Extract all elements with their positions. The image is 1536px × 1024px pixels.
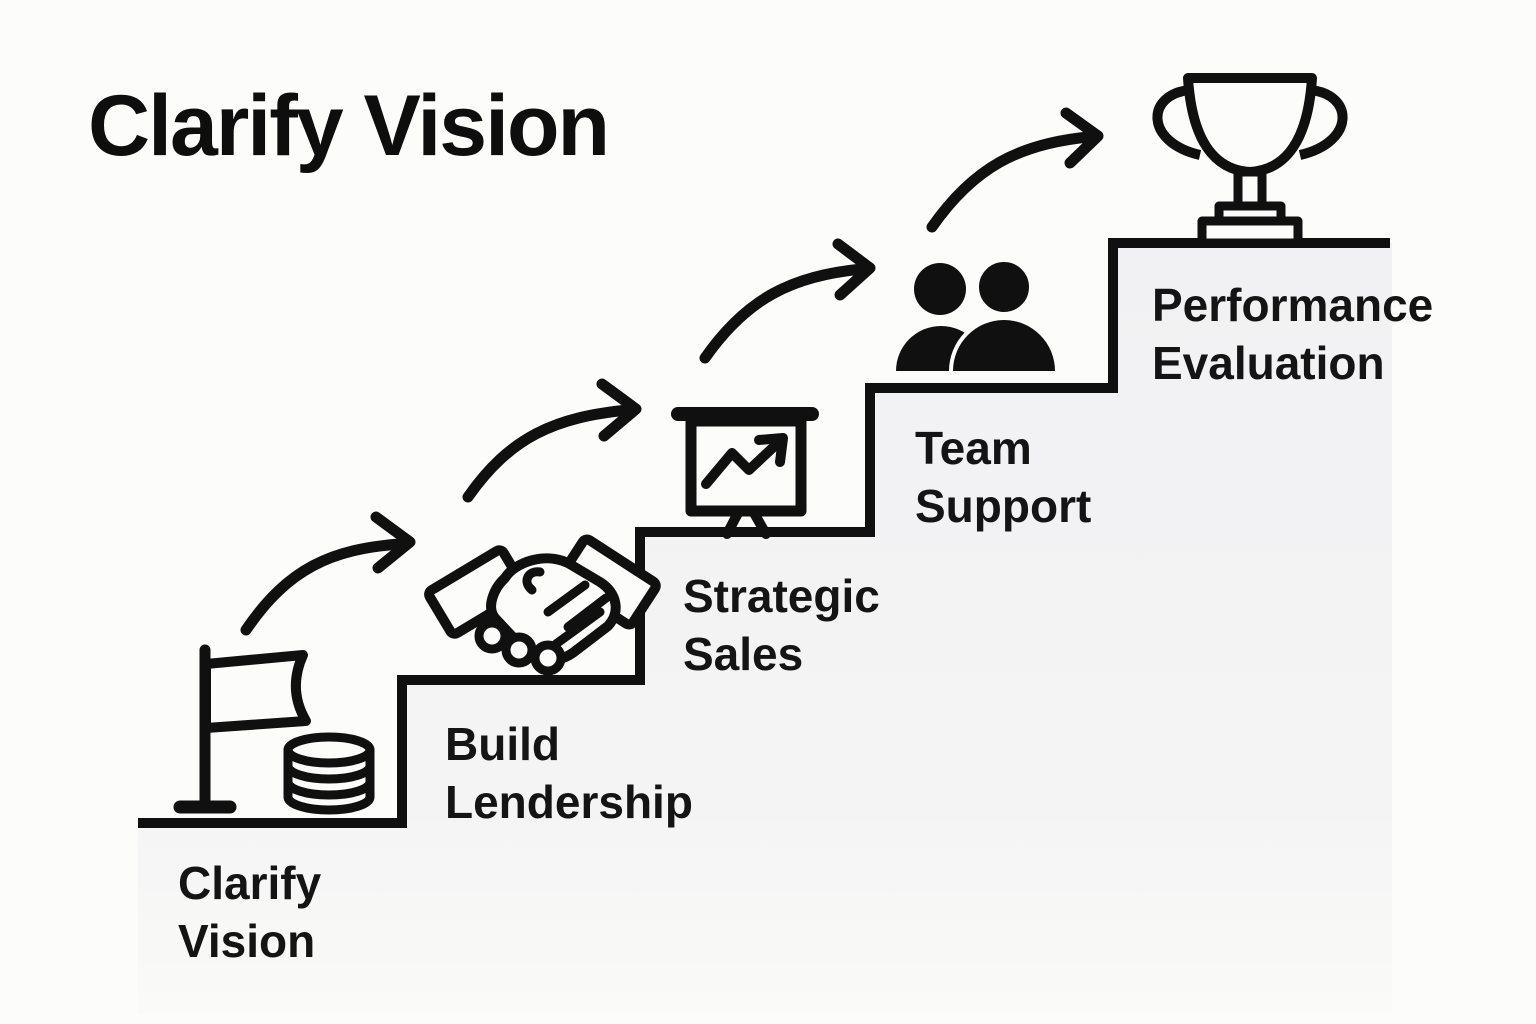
arrow-step2-to-step3 xyxy=(462,378,642,503)
arrow-step4-to-step5 xyxy=(926,107,1104,233)
staircase-fill xyxy=(138,243,1392,1014)
step-4-label-line2: Support xyxy=(915,480,1091,532)
step-1-label-line2: Vision xyxy=(178,915,315,967)
step-5-label-line1: Performance xyxy=(1152,279,1433,331)
step-3-label-line1: Strategic xyxy=(683,570,880,622)
arrow-step3-to-step4 xyxy=(699,238,876,364)
handshake-icon xyxy=(424,534,661,676)
step-2-label-line1: Build xyxy=(445,718,560,770)
presentation-chart-icon xyxy=(671,407,819,539)
step-1-label-line1: Clarify xyxy=(178,857,322,909)
flag-and-coins-icon xyxy=(173,644,375,815)
step-5-label-line2: Evaluation xyxy=(1152,337,1385,389)
page-title: Clarify Vision xyxy=(88,78,608,174)
step-3-label-line2: Sales xyxy=(683,628,803,680)
step-2-label-line2: Lendership xyxy=(445,776,693,828)
step-4-label-line1: Team xyxy=(915,422,1032,474)
staircase-outline xyxy=(138,238,1390,828)
arrow-step1-to-step2 xyxy=(240,511,416,636)
trophy-icon xyxy=(1152,73,1348,248)
team-icon xyxy=(896,254,1060,375)
